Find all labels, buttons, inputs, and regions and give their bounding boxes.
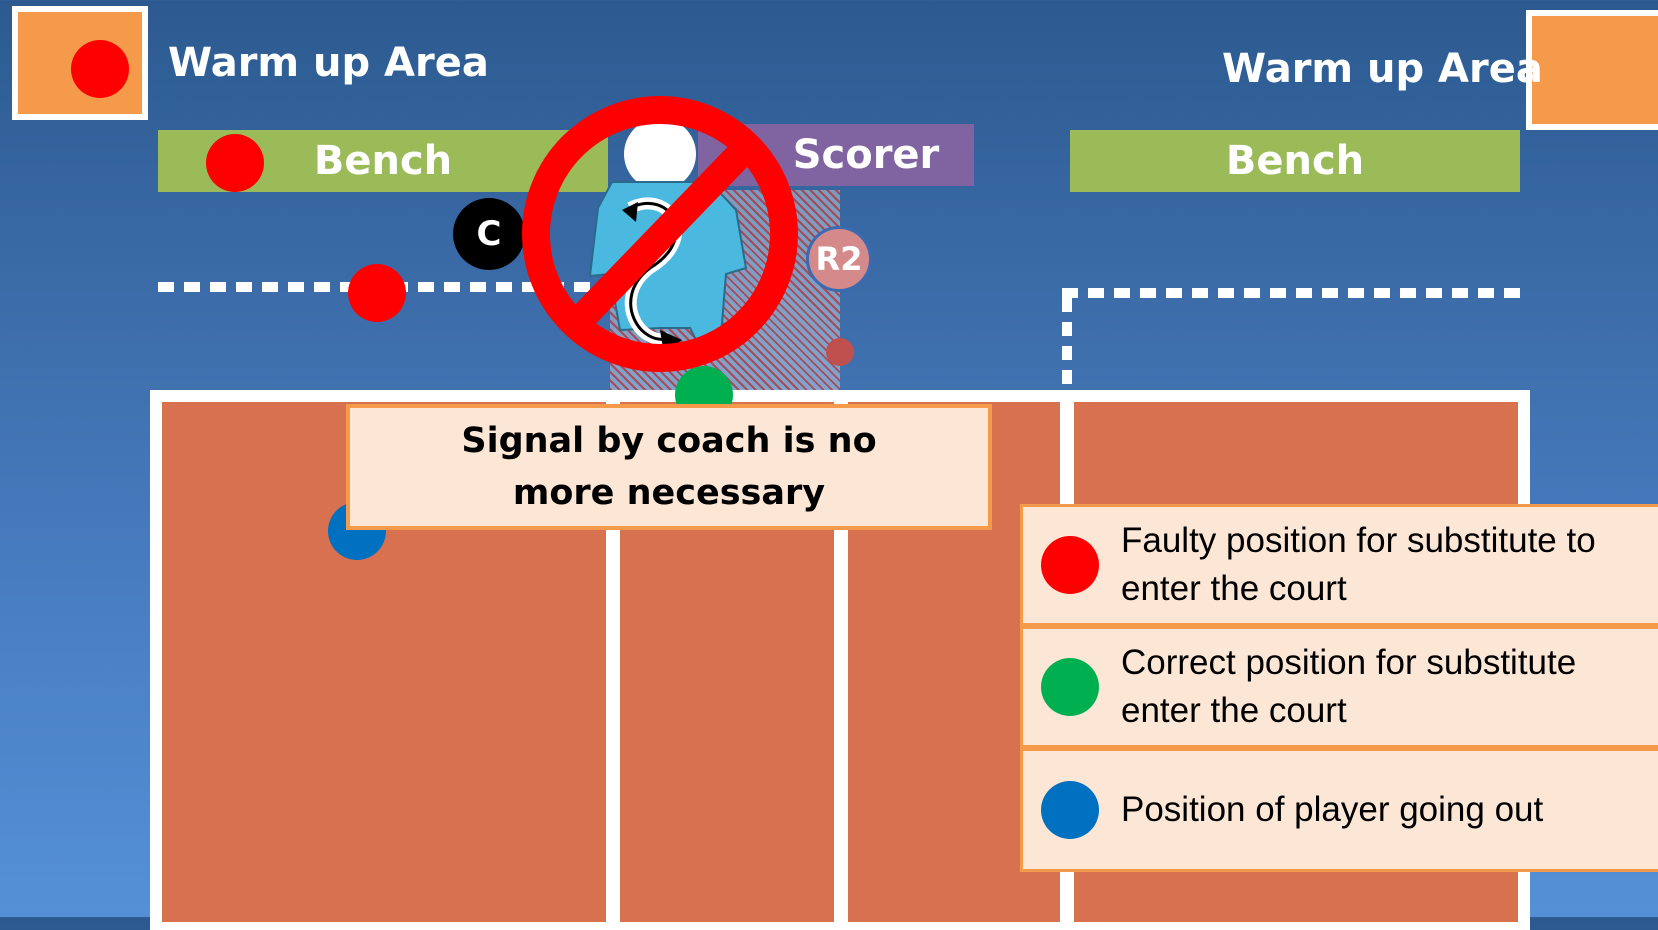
prohibited-sign — [522, 96, 798, 372]
referee-position-dot — [826, 338, 854, 366]
faulty-position-dot — [348, 264, 406, 322]
coach-signal-callout: Signal by coach is no more necessary — [346, 404, 992, 530]
bench-right: Bench — [1070, 130, 1520, 192]
warm-up-label-right: Warm up Area — [1222, 46, 1543, 92]
legend-row-player-out: Position of player going out — [1020, 748, 1658, 872]
substitution-signal-figure — [588, 118, 748, 354]
legend-green-dot — [1041, 658, 1099, 716]
figure-head — [624, 118, 696, 190]
faulty-position-dot — [71, 40, 129, 98]
callout-text: Signal by coach is no more necessary — [461, 421, 877, 513]
legend-text: Position of player going out — [1121, 790, 1544, 829]
legend-row-faulty: Faulty position for substitute to enter … — [1020, 504, 1658, 626]
scorer-label: Scorer — [792, 132, 940, 178]
faulty-position-dot — [206, 134, 264, 192]
arrow-head-icon — [622, 202, 638, 222]
rotation-arrow-icon — [629, 201, 678, 341]
legend-row-correct: Correct position for substitute enter th… — [1020, 626, 1658, 748]
coach-label: C — [476, 214, 502, 254]
legend-blue-dot — [1041, 781, 1099, 839]
warm-up-area-right — [1526, 10, 1658, 130]
free-zone-line-right — [1062, 288, 1522, 298]
referee-label: R2 — [815, 240, 863, 278]
warm-up-label-left: Warm up Area — [168, 40, 489, 86]
legend-text: Correct position for substitute enter th… — [1121, 643, 1577, 730]
legend-red-dot — [1041, 536, 1099, 594]
coach-marker: C — [453, 198, 525, 270]
referee-r2-marker: R2 — [806, 226, 872, 292]
free-zone-line-vertical — [1062, 298, 1072, 384]
scorer-table: Scorer — [698, 124, 974, 186]
legend-text: Faulty position for substitute to enter … — [1121, 521, 1596, 608]
legend: Faulty position for substitute to enter … — [1020, 504, 1658, 872]
